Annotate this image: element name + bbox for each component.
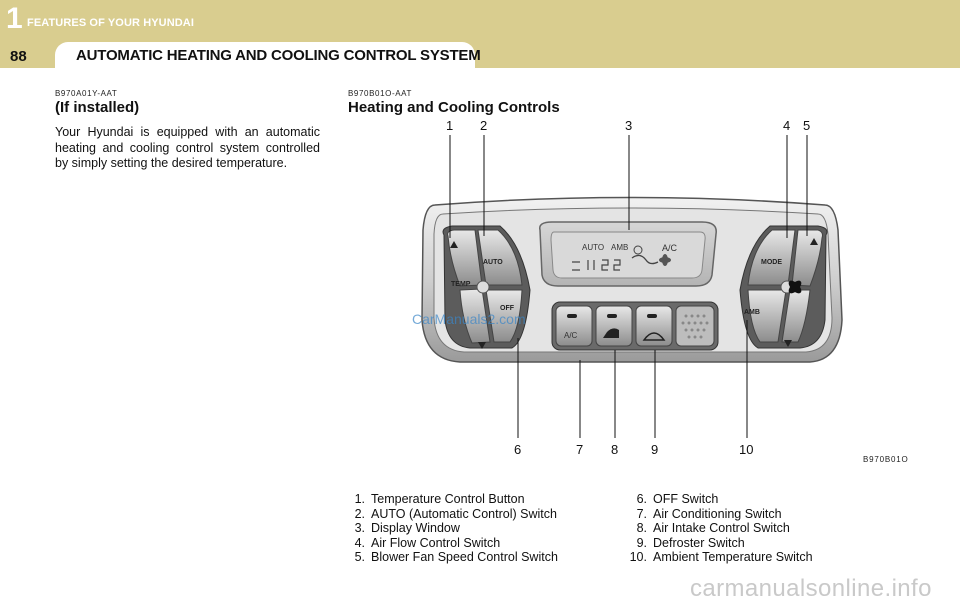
list-item: 1.Temperature Control Button (354, 492, 525, 506)
list-item: 8.Air Intake Control Switch (636, 521, 790, 536)
auto-button[interactable] (477, 229, 523, 286)
chapter-title: FEATURES OF YOUR HYUNDAI (27, 17, 195, 29)
sensor-grille (675, 305, 715, 347)
defroster-icon (642, 332, 666, 341)
display-fan-icon (659, 254, 671, 266)
temp-button[interactable] (447, 229, 483, 287)
watermark-carmanuals: CarManuals2.com (412, 311, 526, 327)
callout-2: 2 (480, 118, 487, 133)
callout-4: 4 (783, 118, 790, 133)
defroster-button[interactable] (635, 305, 673, 347)
air-intake-icon (603, 328, 619, 338)
bottom-button-row: A/C (551, 301, 719, 351)
left-section-body: Your Hyundai is equipped with an automat… (55, 125, 320, 170)
off-label: OFF (500, 305, 515, 312)
temp-label: TEMP (451, 281, 471, 288)
auto-label: AUTO (483, 259, 503, 266)
list-item: 5.Blower Fan Speed Control Switch (354, 550, 558, 565)
temp-down-arrow-icon (478, 342, 486, 349)
section-title: AUTOMATIC HEATING AND COOLING CONTROL SY… (76, 47, 481, 64)
chapter-number: 1 (6, 2, 23, 35)
display-auto-label: AUTO (582, 243, 604, 252)
left-section-heading: (If installed) (55, 99, 140, 116)
callout-7: 7 (576, 442, 583, 457)
blower-fan-down-button[interactable] (781, 289, 811, 343)
display-window: AUTO AMB A/C (539, 221, 717, 287)
control-panel-figure: AUTO TEMP OFF AUTO AMB A/C A/C (412, 118, 843, 457)
list-item: 4.Air Flow Control Switch (354, 535, 501, 550)
temp-down-button[interactable] (459, 288, 491, 344)
callout-1: 1 (446, 118, 453, 133)
amb-label: AMB (744, 309, 760, 316)
sensor-dots-icon (681, 314, 709, 339)
right-section-code: B970B01O-AAT (348, 89, 412, 98)
left-section-code: B970A01Y-AAT (55, 89, 118, 98)
ac-button[interactable] (555, 305, 593, 347)
list-item: 9.Defroster Switch (636, 535, 745, 550)
section-tab (55, 42, 475, 68)
right-button-cluster: MODE AMB (739, 225, 828, 349)
blower-fan-icon (788, 280, 802, 294)
callout-9: 9 (651, 442, 658, 457)
watermark-carmanualsonline: carmanualsonline.info (690, 575, 932, 602)
callout-10: 10 (739, 442, 753, 457)
air-intake-button[interactable] (595, 305, 633, 347)
callout-5: 5 (803, 118, 810, 133)
ac-button-label: A/C (564, 331, 578, 340)
callout-3: 3 (625, 118, 632, 133)
right-section-heading: Heating and Cooling Controls (348, 99, 560, 116)
callout-leader-lines (449, 135, 808, 438)
airflow-person-icon (631, 254, 659, 265)
list-item: 10.Ambient Temperature Switch (629, 550, 813, 565)
amb-button[interactable] (747, 289, 787, 343)
mode-label: MODE (761, 259, 782, 266)
display-ac-label: A/C (662, 243, 678, 253)
left-button-cluster: AUTO TEMP OFF (442, 225, 531, 349)
fan-up-arrow-icon (810, 238, 818, 245)
legend-list-right: 6.OFF Switch 7.Air Conditioning Switch 8… (627, 492, 813, 565)
figure-caption: B970B01O (863, 455, 909, 464)
callout-6: 6 (514, 442, 521, 457)
off-button[interactable] (485, 289, 523, 343)
display-segment-digits-icon (572, 259, 621, 271)
fan-down-arrow-icon (784, 340, 792, 347)
callout-8: 8 (611, 442, 618, 457)
list-item: 7.Air Conditioning Switch (636, 506, 782, 521)
list-item: 3.Display Window (354, 521, 460, 536)
list-item: 6.OFF Switch (636, 492, 719, 506)
page-number: 88 (10, 48, 27, 65)
legend-list-left: 1.Temperature Control Button 2.AUTO (Aut… (345, 492, 558, 565)
list-item: 2.AUTO (Automatic Control) Switch (354, 506, 557, 521)
temp-up-arrow-icon (450, 241, 458, 248)
display-amb-label: AMB (611, 243, 628, 252)
